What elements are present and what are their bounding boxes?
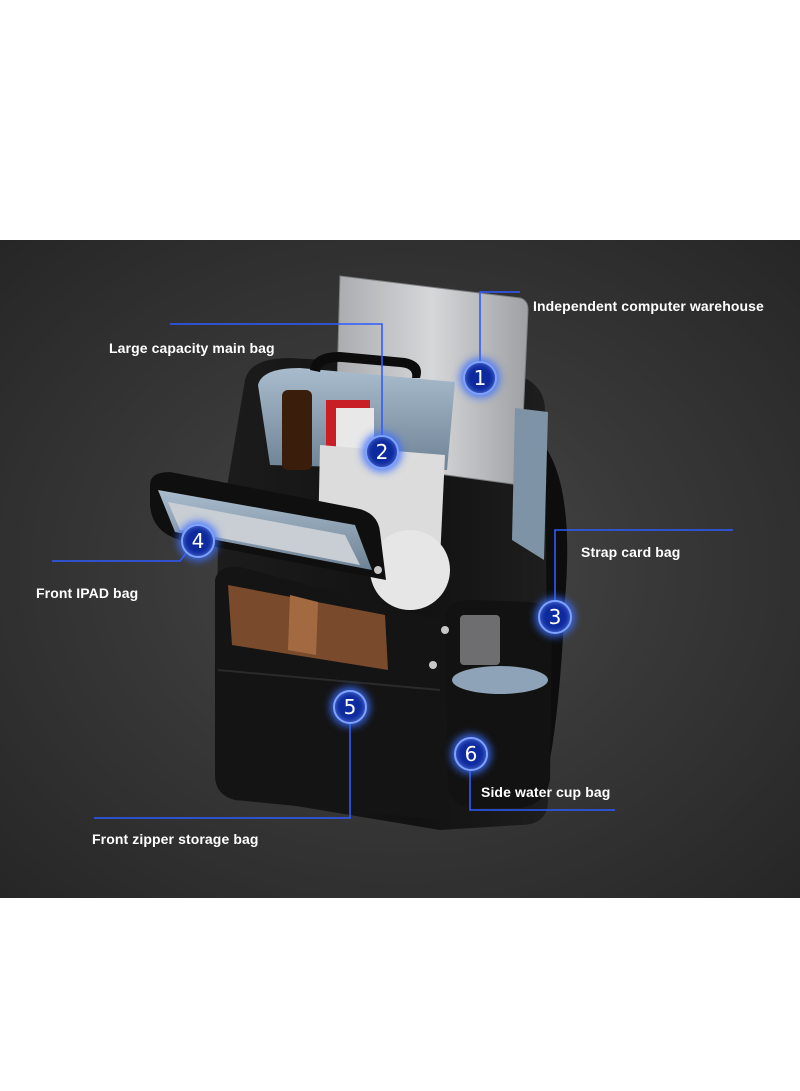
callout-label-3: Strap card bag	[581, 544, 681, 560]
side-pocket-lining	[452, 666, 548, 694]
callout-label-2: Large capacity main bag	[109, 340, 275, 356]
bottle-item	[282, 390, 312, 470]
leader-line-5	[94, 722, 351, 819]
callout-label-1: Independent computer warehouse	[533, 298, 764, 314]
leather-strap-item	[288, 595, 318, 655]
side-item	[460, 615, 500, 665]
callout-label-6: Side water cup bag	[481, 784, 611, 800]
product-diagram-panel: 1 2 3 4 5 6 Independent computer warehou…	[0, 240, 800, 898]
callout-badge-6: 6	[454, 737, 488, 771]
leader-line-2	[170, 323, 383, 440]
zipper-pull	[429, 661, 437, 669]
callout-label-5: Front zipper storage bag	[92, 831, 259, 847]
backpack-illustration	[52, 275, 733, 830]
callout-badge-1: 1	[463, 361, 497, 395]
laptop-sleeve-lining	[512, 408, 548, 560]
callout-badge-2: 2	[365, 435, 399, 469]
leader-line-6	[469, 770, 615, 811]
headphones-item	[370, 530, 450, 610]
ipad-item	[168, 502, 360, 565]
leader-line-4	[52, 539, 197, 562]
zipper-pull	[374, 566, 382, 574]
callout-badge-5: 5	[333, 690, 367, 724]
callout-badge-4: 4	[181, 524, 215, 558]
top-handle	[310, 352, 421, 378]
pocket-zipper-seam	[217, 669, 441, 691]
leader-line-1	[479, 291, 520, 370]
callout-label-4: Front IPAD bag	[36, 585, 139, 601]
leader-line-3	[554, 529, 733, 603]
callout-badge-3: 3	[538, 600, 572, 634]
zipper-pull	[441, 626, 449, 634]
